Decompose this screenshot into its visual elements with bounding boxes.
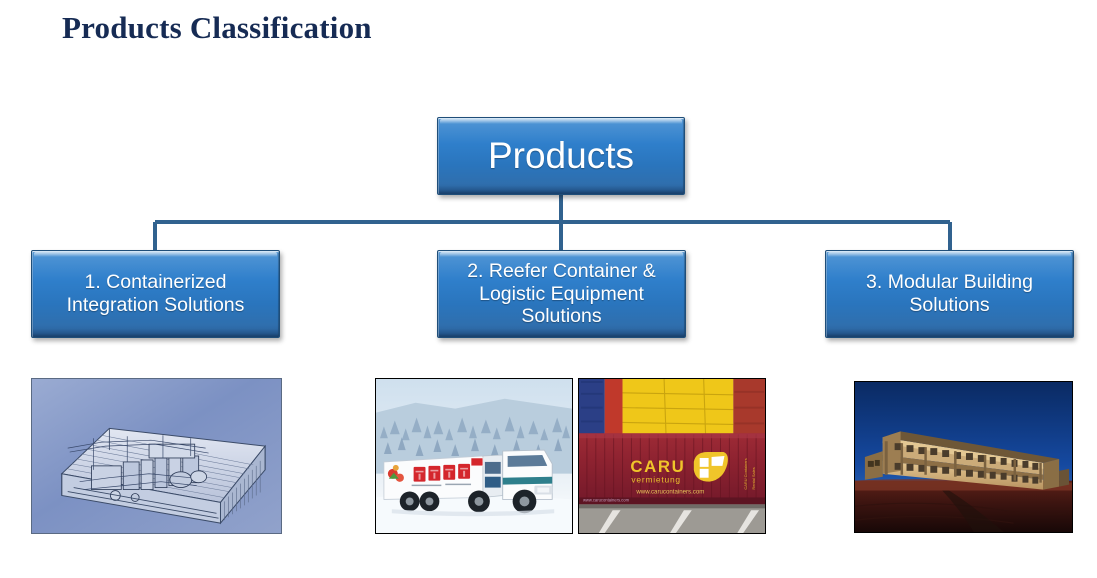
node-2-line-2: Logistic Equipment	[479, 282, 644, 305]
photo-modular-building-camp	[854, 381, 1073, 533]
node-2-line-3: Solutions	[521, 305, 602, 328]
node-products-label: Products	[487, 134, 634, 176]
page-title: Products Classification	[62, 10, 372, 45]
node-2-line-1: 2. Reefer Container &	[467, 260, 656, 283]
svg-text:www.carucontainers.com: www.carucontainers.com	[635, 489, 704, 496]
node-1-label: 1. Containerized Integration Solutions	[59, 271, 253, 316]
svg-text:www.carucontainers.com: www.carucontainers.com	[583, 497, 630, 502]
node-modular-building-solutions[interactable]: 3. Modular Building Solutions	[825, 250, 1074, 338]
photo-caru-shipping-container: CARU vermietung www.carucontainers.com w…	[578, 378, 766, 534]
node-reefer-container-logistic-equipment-solutions[interactable]: 2. Reefer Container & Logistic Equipment…	[437, 250, 686, 338]
photo-containerized-integration-unit-cad	[31, 378, 282, 534]
svg-text:CARU: CARU	[630, 457, 685, 476]
node-3-label: 3. Modular Building Solutions	[858, 271, 1041, 316]
node-3-line-1: 3. Modular Building	[866, 271, 1033, 294]
svg-text:CARU Containers: CARU Containers	[743, 458, 748, 489]
svg-text:Rental Sales: Rental Sales	[751, 467, 756, 489]
node-products[interactable]: Products	[437, 117, 685, 195]
node-2-label: 2. Reefer Container & Logistic Equipment…	[459, 260, 664, 328]
photo-refrigerated-truck-in-snow	[375, 378, 573, 534]
node-1-line-1: 1. Containerized	[84, 271, 227, 294]
node-1-line-2: Integration Solutions	[66, 294, 245, 316]
svg-text:vermietung: vermietung	[631, 475, 680, 485]
node-3-line-2: Solutions	[909, 294, 990, 316]
node-containerized-integration-solutions[interactable]: 1. Containerized Integration Solutions	[31, 250, 280, 338]
